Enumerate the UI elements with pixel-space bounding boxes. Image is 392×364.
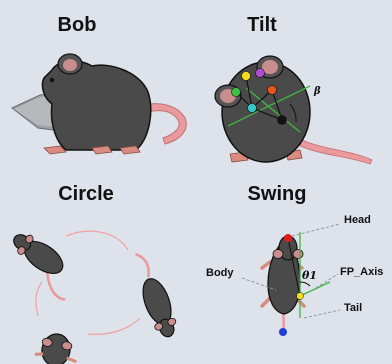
mouse-ear-left: [273, 250, 283, 259]
circle-mouse-1: [1, 228, 85, 302]
tilt-mouse-illustration: [215, 56, 372, 164]
mouse-eye: [50, 78, 54, 82]
panel-bob: Bob: [12, 14, 186, 154]
panel-title-swing: Swing: [248, 183, 307, 205]
circle-mouse-2: [128, 249, 181, 341]
label-body: Body: [206, 267, 234, 279]
panel-title-tilt: Tilt: [247, 14, 277, 36]
leader-axis: [316, 274, 338, 288]
tilt-angle-label: β: [313, 86, 321, 97]
circle-mouse-illustration: [1, 228, 181, 364]
fp-axis-line: [300, 282, 330, 296]
marker-head: [284, 234, 292, 242]
swing-angle-arc: [300, 282, 310, 286]
mouse-ear-right: [293, 250, 303, 259]
mouse-tail: [300, 140, 372, 164]
panel-title-circle: Circle: [58, 183, 114, 205]
marker-yellow: [242, 72, 251, 81]
leader-head: [292, 224, 340, 236]
panel-circle: Circle: [1, 183, 181, 364]
marker-body: [297, 293, 304, 300]
marker-purple: [256, 69, 265, 78]
marker-tail: [279, 328, 287, 336]
circle-path: [88, 318, 140, 334]
swing-mouse-illustration: [242, 224, 340, 336]
panel-tilt: Tilt β: [215, 14, 372, 164]
marker-black: [278, 116, 287, 125]
panel-swing: Swing: [206, 183, 383, 336]
marker-orange: [268, 86, 277, 95]
marker-green: [232, 88, 241, 97]
mouse-body: [42, 61, 150, 150]
leader-tail: [304, 310, 340, 318]
circle-path: [36, 282, 42, 316]
label-tail: Tail: [344, 302, 362, 314]
circle-mouse-3: [34, 331, 81, 364]
circle-path: [66, 231, 128, 250]
label-angle: θ1: [302, 269, 317, 282]
label-fp-axis: FP_Axis: [340, 266, 383, 278]
marker-cyan: [248, 104, 257, 113]
panel-title-bob: Bob: [58, 14, 97, 36]
bob-mouse-illustration: [12, 54, 186, 154]
label-head: Head: [344, 214, 371, 226]
